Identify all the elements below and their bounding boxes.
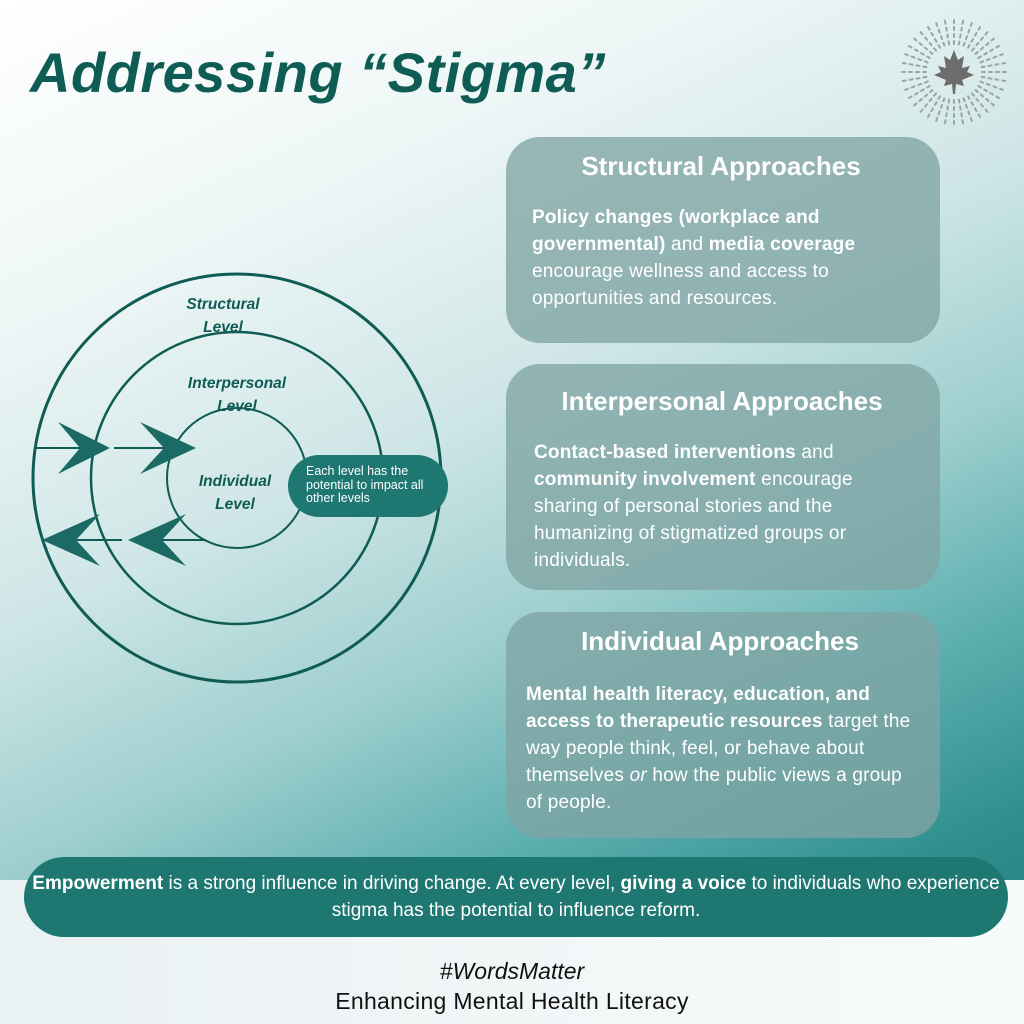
card-body: Contact-based interventions and communit… (534, 442, 853, 571)
interpersonal-level-label: Interpersonal Level (187, 375, 287, 415)
interpersonal-approaches-card: Interpersonal Approaches Contact-based i… (506, 364, 940, 590)
card-heading: Interpersonal Approaches (561, 386, 883, 416)
outward-arrow-inner (128, 514, 206, 566)
page-title: Addressing “Stigma” (30, 41, 606, 104)
levels-note: Each level has the potential to impact a… (288, 455, 448, 517)
card-body: Mental health literacy, education, and a… (526, 684, 911, 813)
card-body: Policy changes (workplace and government… (532, 207, 856, 309)
card-heading: Structural Approaches (581, 151, 861, 181)
outward-arrow-outer (42, 514, 122, 566)
structural-approaches-card: Structural Approaches Policy changes (wo… (506, 137, 940, 343)
empowerment-banner: Empowerment is a strong influence in dri… (24, 857, 1008, 937)
inward-arrow-inner (114, 422, 196, 474)
card-heading: Individual Approaches (581, 626, 859, 656)
hashtag: #WordsMatter (439, 958, 585, 984)
maple-leaf-icon (901, 19, 1007, 125)
individual-level-label: Individual Level (198, 473, 272, 513)
individual-approaches-card: Individual Approaches Mental health lite… (506, 612, 940, 838)
stigma-levels-diagram: Structural Level Interpersonal Level Ind… (0, 260, 470, 700)
tagline: Enhancing Mental Health Literacy (335, 988, 689, 1014)
structural-level-label: Structural Level (186, 296, 260, 336)
inward-arrow-outer (34, 422, 110, 474)
